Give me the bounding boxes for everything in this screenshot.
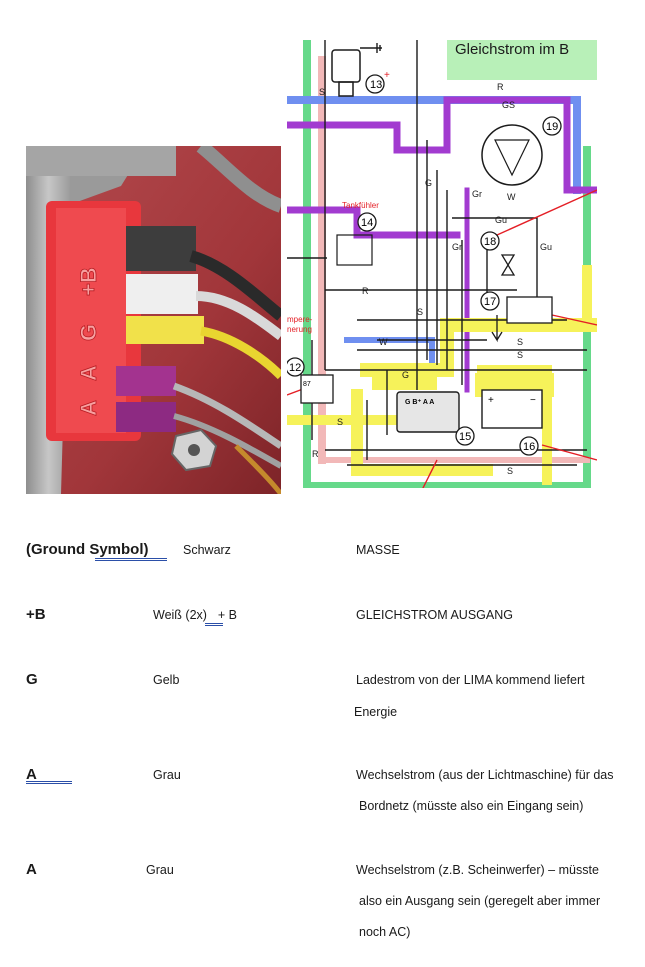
svg-text:R: R [312, 449, 319, 459]
svg-text:Tankfühler: Tankfühler [342, 201, 379, 210]
svg-text:+: + [488, 395, 494, 406]
svg-text:Gu: Gu [495, 215, 507, 225]
row-4-description-line-2: Bordnetz (müsste also ein Eingang sein) [359, 799, 584, 813]
regulator-connector-photo: A A G +B [26, 146, 281, 494]
row-5-label: A [26, 861, 37, 878]
svg-text:G B⁺ A A: G B⁺ A A [405, 399, 434, 406]
svg-text:W: W [507, 192, 516, 202]
row-2-color: Weiß (2x) + B [153, 608, 237, 622]
connector-embossed-labels: A A G +B [76, 267, 102, 417]
svg-text:Gr: Gr [472, 189, 482, 199]
svg-text:A: A [76, 365, 101, 381]
wiring-diagram: Gleichstrom im B [287, 40, 597, 488]
row-1-label-text: (Ground Symbol) [26, 541, 149, 558]
row-3-label: G [26, 671, 38, 688]
row-3-color: Gelb [153, 673, 180, 687]
row-4-description-line-1: Wechselstrom (aus der Lichtmaschine) für… [356, 768, 614, 782]
svg-text:R: R [497, 82, 504, 92]
row-2-note: + B [217, 608, 238, 622]
row-2-color-text: Weiß (2x) [153, 608, 207, 622]
svg-text:17: 17 [484, 296, 496, 308]
row-4-label: A [26, 766, 37, 783]
svg-text:19: 19 [546, 121, 558, 133]
component-19-alternator: 19 [481, 116, 562, 186]
row-4-color: Grau [153, 768, 181, 782]
svg-text:14: 14 [361, 217, 373, 229]
svg-text:R: R [362, 286, 369, 296]
diagram-title-box [447, 40, 597, 80]
connector-photo-drawing: A A G +B [26, 146, 281, 494]
svg-text:S: S [517, 337, 523, 347]
component-17: 17 [480, 291, 553, 343]
row-5-color: Grau [146, 863, 174, 877]
svg-text:G: G [402, 370, 409, 380]
row-3-description-line-1: Ladestrom von der LIMA kommend liefert [356, 673, 585, 687]
svg-text:S: S [507, 466, 513, 476]
svg-text:Gu: Gu [540, 242, 552, 252]
svg-text:S: S [337, 417, 343, 427]
svg-text:12: 12 [289, 362, 301, 374]
svg-text:GS: GS [502, 100, 515, 110]
component-18: 18 [480, 231, 516, 276]
svg-text:13: 13 [370, 79, 382, 91]
svg-text:S: S [517, 350, 523, 360]
component-13: 13 + [331, 43, 390, 97]
svg-text:G: G [425, 178, 432, 188]
row-1-label: (Ground Symbol) [26, 541, 149, 558]
wiring-diagram-drawing: Gleichstrom im B [287, 40, 597, 488]
svg-text:−: − [530, 395, 536, 406]
svg-text:15: 15 [459, 431, 471, 443]
svg-text:Gr: Gr [452, 242, 462, 252]
svg-text:+B: +B [76, 267, 101, 296]
svg-text:S: S [319, 87, 325, 97]
component-12-relay: 12 87 [287, 357, 334, 404]
row-1-description: MASSE [356, 543, 400, 557]
row-2-description: GLEICHSTROM AUSGANG [356, 608, 513, 622]
row-5-description-line-3: noch AC) [359, 925, 411, 939]
temp-label-1: mpere- [287, 315, 313, 324]
row-3-description-line-2: Energie [354, 705, 398, 719]
svg-text:W: W [379, 337, 388, 347]
wire-letters: R GS S G Gr Gu W W R S S S S S R Gr Gu G [312, 82, 552, 476]
row-2-spellcheck-underline [205, 623, 223, 626]
row-5-description-line-1: Wechselstrom (z.B. Scheinwerfer) – müsst… [356, 863, 599, 877]
row-4-spellcheck-underline [26, 781, 72, 784]
row-2-label: +B [26, 606, 46, 623]
svg-text:A: A [76, 400, 101, 416]
row-1-color: Schwarz [183, 543, 231, 557]
diagram-title: Gleichstrom im B [455, 41, 569, 58]
svg-text:16: 16 [523, 441, 535, 453]
svg-text:18: 18 [484, 236, 496, 248]
row-5-description-line-2: also ein Ausgang sein (geregelt aber imm… [359, 894, 601, 908]
component-16-battery: + − 16 [481, 389, 543, 456]
temp-label-2: nerung [287, 325, 312, 334]
component-14-tank-sensor: Tankfühler 14 [336, 201, 379, 266]
svg-text:S: S [417, 307, 423, 317]
svg-text:+: + [384, 70, 390, 81]
svg-text:G: G [76, 324, 101, 341]
component-15-regulator: G B⁺ A A 15 [396, 391, 475, 446]
svg-text:87: 87 [303, 381, 311, 388]
row-1-spellcheck-underline [95, 558, 167, 561]
